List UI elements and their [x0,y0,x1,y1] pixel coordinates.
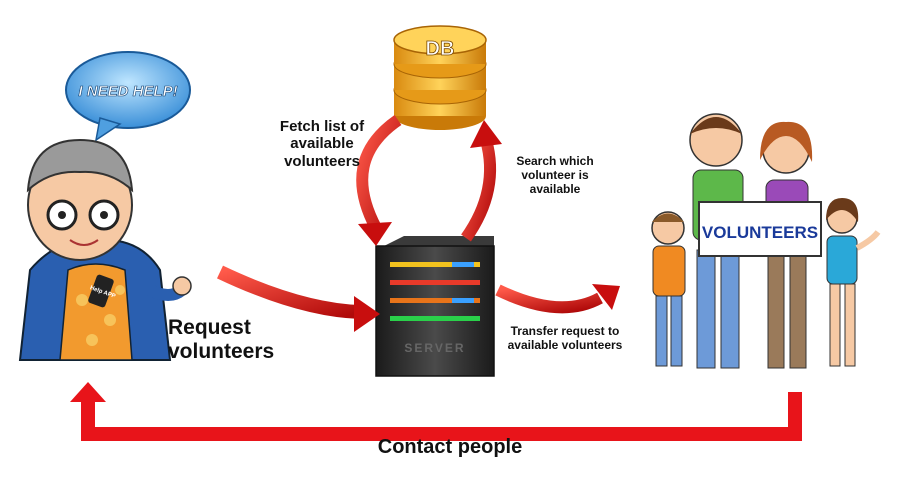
request-arrow [216,265,380,332]
fetch-label: Fetch list of available volunteers [279,118,365,170]
transfer-label: Transfer request to available volunteers [507,324,623,352]
contact-label: Contact people [377,436,523,458]
volunteers-group: VOLUNTEERS [651,113,881,369]
search-arrow [461,120,502,242]
transfer-arrow [495,284,620,314]
search-label: Search which volunteer is available [516,154,594,196]
request-label: Request volunteers [168,316,275,364]
speech-bubble: I NEED HELP! [65,51,191,142]
bubble-text: I NEED HELP! [78,83,177,100]
db-label: DB [426,38,455,60]
server-icon: SERVER [375,236,495,377]
grandmother-figure: Help APP [18,138,192,361]
banner-text: VOLUNTEERS [702,223,818,242]
contact-loop-arrow [70,382,802,441]
server-label: SERVER [404,341,465,355]
database-icon: DB [393,25,487,130]
fetch-arrow [356,115,402,246]
